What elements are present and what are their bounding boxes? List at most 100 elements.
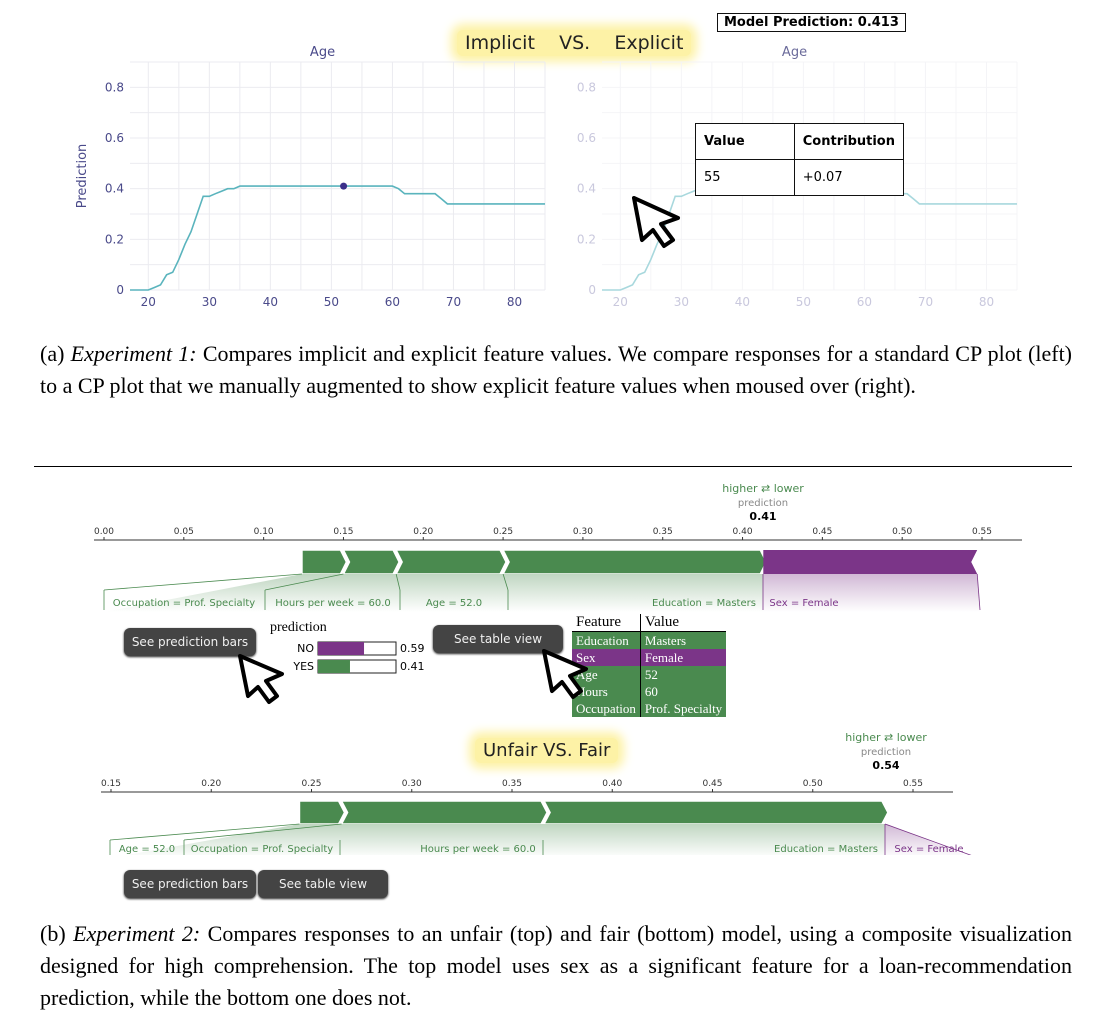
see-table-view-button[interactable]: See table view bbox=[433, 625, 563, 653]
force-tick-label: 0.50 bbox=[803, 779, 823, 789]
x-tick-label: 70 bbox=[918, 295, 933, 309]
force-connector bbox=[103, 573, 302, 591]
tooltip-header-value: Value bbox=[695, 123, 795, 160]
force-tick-label: 0.20 bbox=[413, 527, 433, 537]
higher-lower-label: higher ⇄ lower bbox=[845, 731, 927, 744]
prediction-label: prediction bbox=[861, 747, 911, 758]
force-segment-purple bbox=[763, 550, 978, 574]
caption-a: (a) Experiment 1: Compares implicit and … bbox=[40, 338, 1072, 402]
feature-cell: Occupation bbox=[572, 700, 641, 717]
y-tick-label: 0.4 bbox=[577, 182, 596, 196]
force-tick-label: 0.40 bbox=[733, 527, 753, 537]
force-feature-label: Education = Masters bbox=[652, 598, 756, 609]
force-segment-green bbox=[298, 800, 346, 825]
highlight-point bbox=[340, 182, 348, 190]
x-tick-label: 70 bbox=[446, 295, 461, 309]
force-tick-label: 0.15 bbox=[101, 779, 121, 789]
model-prediction-box: Model Prediction: 0.413 bbox=[717, 13, 906, 32]
force-segment-green bbox=[342, 549, 400, 575]
x-tick-label: 80 bbox=[507, 295, 522, 309]
force-tick-label: 0.20 bbox=[201, 779, 221, 789]
y-tick-label: 0 bbox=[116, 283, 124, 297]
caption-b-text: Compares responses to an unfair (top) an… bbox=[40, 921, 1073, 1010]
value-cell: Prof. Specialty bbox=[640, 700, 727, 717]
force-tick-label: 0.30 bbox=[573, 527, 593, 537]
x-tick-label: 30 bbox=[674, 295, 689, 309]
pred-bar-fill bbox=[318, 642, 365, 655]
force-connector bbox=[395, 573, 401, 591]
see-prediction-bars-button-bottom[interactable]: See prediction bars bbox=[124, 870, 256, 898]
force-segment-green bbox=[501, 549, 768, 575]
prediction-bars-title: prediction bbox=[270, 620, 327, 635]
caption-b-label: (b) bbox=[40, 921, 74, 946]
force-tick-label: 0.55 bbox=[903, 779, 923, 789]
force-segment-green bbox=[301, 549, 348, 575]
force-feature-label: Sex = Female bbox=[769, 598, 838, 609]
x-tick-label: 40 bbox=[263, 295, 278, 309]
title-vs: VS. bbox=[559, 32, 591, 54]
value-cell: Female bbox=[640, 649, 727, 666]
feature-cell: Sex bbox=[572, 649, 641, 666]
unfair-fair-title: Unfair VS. Fair bbox=[475, 738, 619, 763]
plot-title: Age bbox=[310, 45, 335, 60]
see-table-view-button-bottom[interactable]: See table view bbox=[258, 870, 388, 898]
prediction-value: 0.41 bbox=[749, 510, 776, 523]
force-tick-label: 0.45 bbox=[702, 779, 722, 789]
prediction-value: 0.54 bbox=[872, 759, 899, 772]
x-tick-label: 40 bbox=[735, 295, 750, 309]
force-feature-label: Age = 52.0 bbox=[119, 844, 175, 855]
force-connector bbox=[183, 823, 342, 841]
x-tick-label: 30 bbox=[202, 295, 217, 309]
tooltip-header-contribution: Contribution bbox=[793, 123, 905, 160]
prediction-label: prediction bbox=[738, 498, 788, 509]
force-connector bbox=[502, 573, 509, 591]
force-feature-label: Sex = Female bbox=[894, 844, 963, 855]
force-connector bbox=[884, 823, 972, 855]
panel-divider bbox=[34, 466, 1072, 467]
x-tick-label: 50 bbox=[796, 295, 811, 309]
tooltip-header-row: Value Contribution bbox=[695, 123, 905, 160]
force-tick-label: 0.10 bbox=[254, 527, 274, 537]
implicit-explicit-title: Implicit VS. Explicit bbox=[457, 30, 692, 56]
force-segment-green bbox=[340, 800, 548, 825]
mouse-cursor-icon bbox=[632, 196, 680, 248]
x-tick-label: 80 bbox=[979, 295, 994, 309]
feature-cell: Hours bbox=[572, 683, 641, 700]
force-connector bbox=[976, 573, 981, 611]
x-tick-label: 20 bbox=[613, 295, 628, 309]
pred-bar-value: 0.59 bbox=[400, 642, 425, 655]
x-tick-label: 20 bbox=[141, 295, 156, 309]
pred-bar-fill bbox=[318, 660, 350, 673]
cp-line bbox=[130, 185, 545, 291]
force-tick-label: 0.00 bbox=[94, 527, 114, 537]
y-tick-label: 0.8 bbox=[577, 80, 596, 94]
force-feature-label: Hours per week = 60.0 bbox=[420, 844, 536, 855]
feature-header: Feature bbox=[572, 614, 641, 632]
force-segment-green bbox=[542, 800, 889, 825]
value-cell: 60 bbox=[640, 683, 727, 700]
see-prediction-bars-button[interactable]: See prediction bars bbox=[124, 628, 256, 656]
caption-a-label: (a) bbox=[40, 341, 71, 366]
force-tick-label: 0.15 bbox=[333, 527, 353, 537]
y-tick-label: 0 bbox=[588, 283, 596, 297]
y-tick-label: 0.6 bbox=[577, 131, 596, 145]
y-axis-label: Prediction bbox=[560, 144, 562, 209]
value-cell: 52 bbox=[640, 666, 727, 683]
value-cell: Masters bbox=[640, 631, 727, 649]
x-tick-label: 60 bbox=[385, 295, 400, 309]
title-explicit: Explicit bbox=[614, 32, 684, 54]
pred-bar-value: 0.41 bbox=[400, 660, 425, 673]
force-tick-label: 0.35 bbox=[653, 527, 673, 537]
force-tick-label: 0.35 bbox=[502, 779, 522, 789]
force-tick-label: 0.45 bbox=[812, 527, 832, 537]
panel-a: Implicit VS. Explicit Model Prediction: … bbox=[0, 0, 1106, 320]
mouse-cursor-icon bbox=[238, 654, 284, 704]
y-axis-label: Prediction bbox=[75, 144, 90, 209]
feature-cell: Education bbox=[572, 631, 641, 649]
force-feature-label: Age = 52.0 bbox=[426, 598, 482, 609]
